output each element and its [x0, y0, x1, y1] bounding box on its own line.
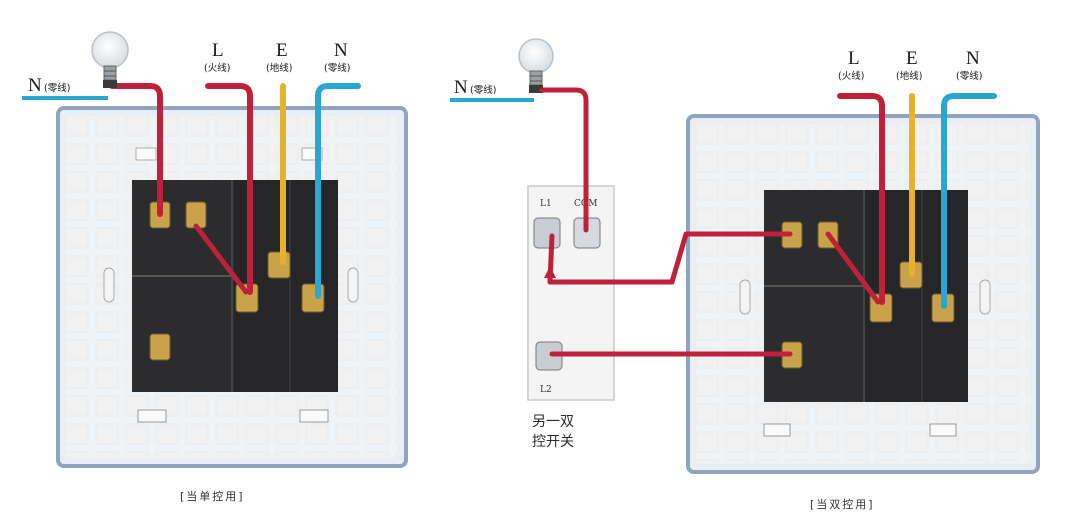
right-lamp: N (零线) — [450, 38, 554, 102]
left-screw-slot-right — [347, 267, 359, 303]
right-screw-slot-left — [739, 279, 751, 315]
bulb-icon — [518, 38, 554, 93]
right-switch-module — [764, 190, 968, 402]
left-lamp-n-note: (零线) — [44, 82, 70, 94]
arrow-icon — [544, 266, 556, 278]
terminal-l2-label: L2 — [540, 385, 552, 395]
right-neutral-wire — [941, 93, 997, 309]
left-neutral-symbol: N — [334, 40, 348, 61]
terminal-l1 — [533, 217, 561, 249]
right-neutral-note: (零线) — [956, 70, 982, 82]
right-earth-symbol: E — [906, 48, 918, 69]
right-socket-panel: L (火线) E (地线) N (零线) [当双控用] — [686, 48, 1040, 511]
left-switch-bridge-wire — [193, 223, 249, 295]
middle-two-way-switch: L1 COM L2 另一双 控开关 — [527, 185, 615, 450]
left-neutral-wire — [315, 83, 361, 299]
left-earth-note: (地线) — [266, 62, 292, 74]
left-earth-symbol: E — [276, 40, 288, 61]
right-live-wire — [837, 93, 885, 305]
right-lamp-n-symbol: N — [454, 77, 468, 98]
right-neutral-symbol: N — [966, 48, 980, 69]
left-neutral-note: (零线) — [324, 62, 350, 74]
left-socket-panel: L (火线) E (地线) N (零线) [当单控用] — [56, 40, 408, 503]
right-lamp-to-com-wire — [539, 87, 589, 233]
right-live-note: (火线) — [838, 70, 864, 82]
terminal-l1-label: L1 — [540, 199, 552, 209]
middle-switch-caption-2: 控开关 — [532, 434, 574, 450]
left-screw-slot-left — [103, 267, 115, 303]
right-caption: [当双控用] — [810, 497, 875, 511]
left-live-symbol: L — [212, 40, 224, 61]
right-live-symbol: L — [848, 48, 860, 69]
l1-traveller-wire — [547, 231, 793, 285]
right-earth-note: (地线) — [896, 70, 922, 82]
right-lamp-n-note: (零线) — [470, 84, 496, 96]
middle-switch-caption-1: 另一双 — [532, 414, 574, 430]
left-live-note: (火线) — [204, 62, 230, 74]
left-lamp: N (零线) — [22, 31, 129, 100]
bulb-icon — [91, 31, 129, 88]
left-live-wire — [205, 83, 253, 295]
right-screw-slot-right — [979, 279, 991, 315]
left-lamp-n-symbol: N — [28, 75, 42, 96]
left-caption: [当单控用] — [180, 489, 245, 503]
right-switch-bridge-wire — [825, 231, 881, 305]
left-lamp-to-switch-wire — [109, 83, 163, 217]
